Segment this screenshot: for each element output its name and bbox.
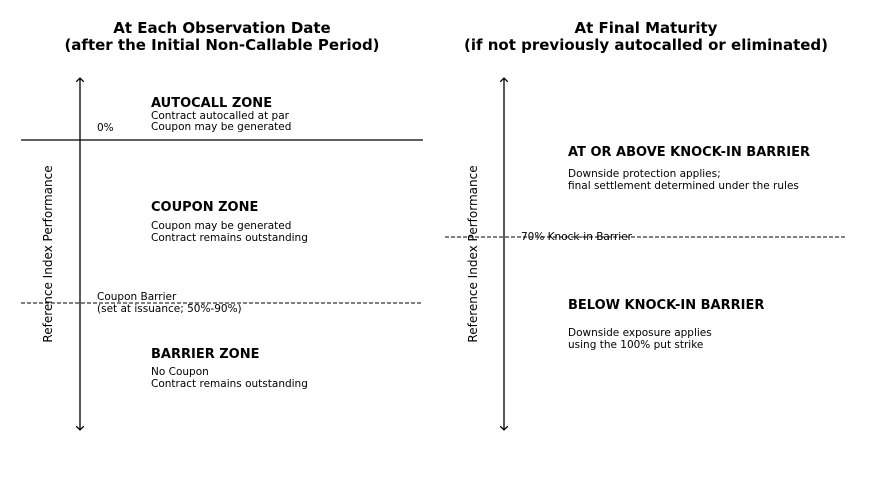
left-title-line2: (after the Initial Non-Callable Period): [64, 36, 379, 54]
above-barrier-line1: Downside protection applies;: [568, 168, 721, 180]
above-barrier-title: AT OR ABOVE KNOCK-IN BARRIER: [568, 145, 810, 160]
barrier-zone-title: BARRIER ZONE: [151, 347, 259, 362]
right-title-line1: At Final Maturity: [575, 19, 718, 37]
above-barrier-line2: final settlement determined under the ru…: [568, 180, 799, 192]
autocall-zone-line1: Contract autocalled at par: [151, 110, 290, 122]
right-title-line2: (if not previously autocalled or elimina…: [464, 36, 828, 54]
coupon-zone-line2: Contract remains outstanding: [151, 232, 308, 244]
coupon-zone-line1: Coupon may be generated: [151, 220, 291, 232]
left-title-line1: At Each Observation Date: [113, 19, 331, 37]
barrier-zone-line1: No Coupon: [151, 366, 209, 378]
below-barrier-line1: Downside exposure applies: [568, 327, 712, 339]
zero-percent-label: 0%: [97, 122, 114, 134]
barrier-zone-line2: Contract remains outstanding: [151, 378, 308, 390]
right-panel: At Final Maturity (if not previously aut…: [445, 19, 847, 430]
coupon-zone-title: COUPON ZONE: [151, 200, 258, 215]
below-barrier-title: BELOW KNOCK-IN BARRIER: [568, 298, 764, 313]
autocall-zone-title: AUTOCALL ZONE: [151, 96, 272, 111]
coupon-barrier-label-line1: Coupon Barrier: [97, 291, 177, 303]
knock-in-barrier-label: 70% Knock-in Barrier: [521, 231, 633, 243]
left-panel: At Each Observation Date (after the Init…: [21, 19, 423, 430]
autocall-zone-line2: Coupon may be generated: [151, 121, 291, 133]
right-axis-label: Reference Index Performance: [466, 165, 480, 342]
coupon-barrier-label-line2: (set at issuance; 50%-90%): [97, 303, 242, 315]
left-axis-label: Reference Index Performance: [41, 165, 55, 342]
below-barrier-line2: using the 100% put strike: [568, 339, 703, 351]
